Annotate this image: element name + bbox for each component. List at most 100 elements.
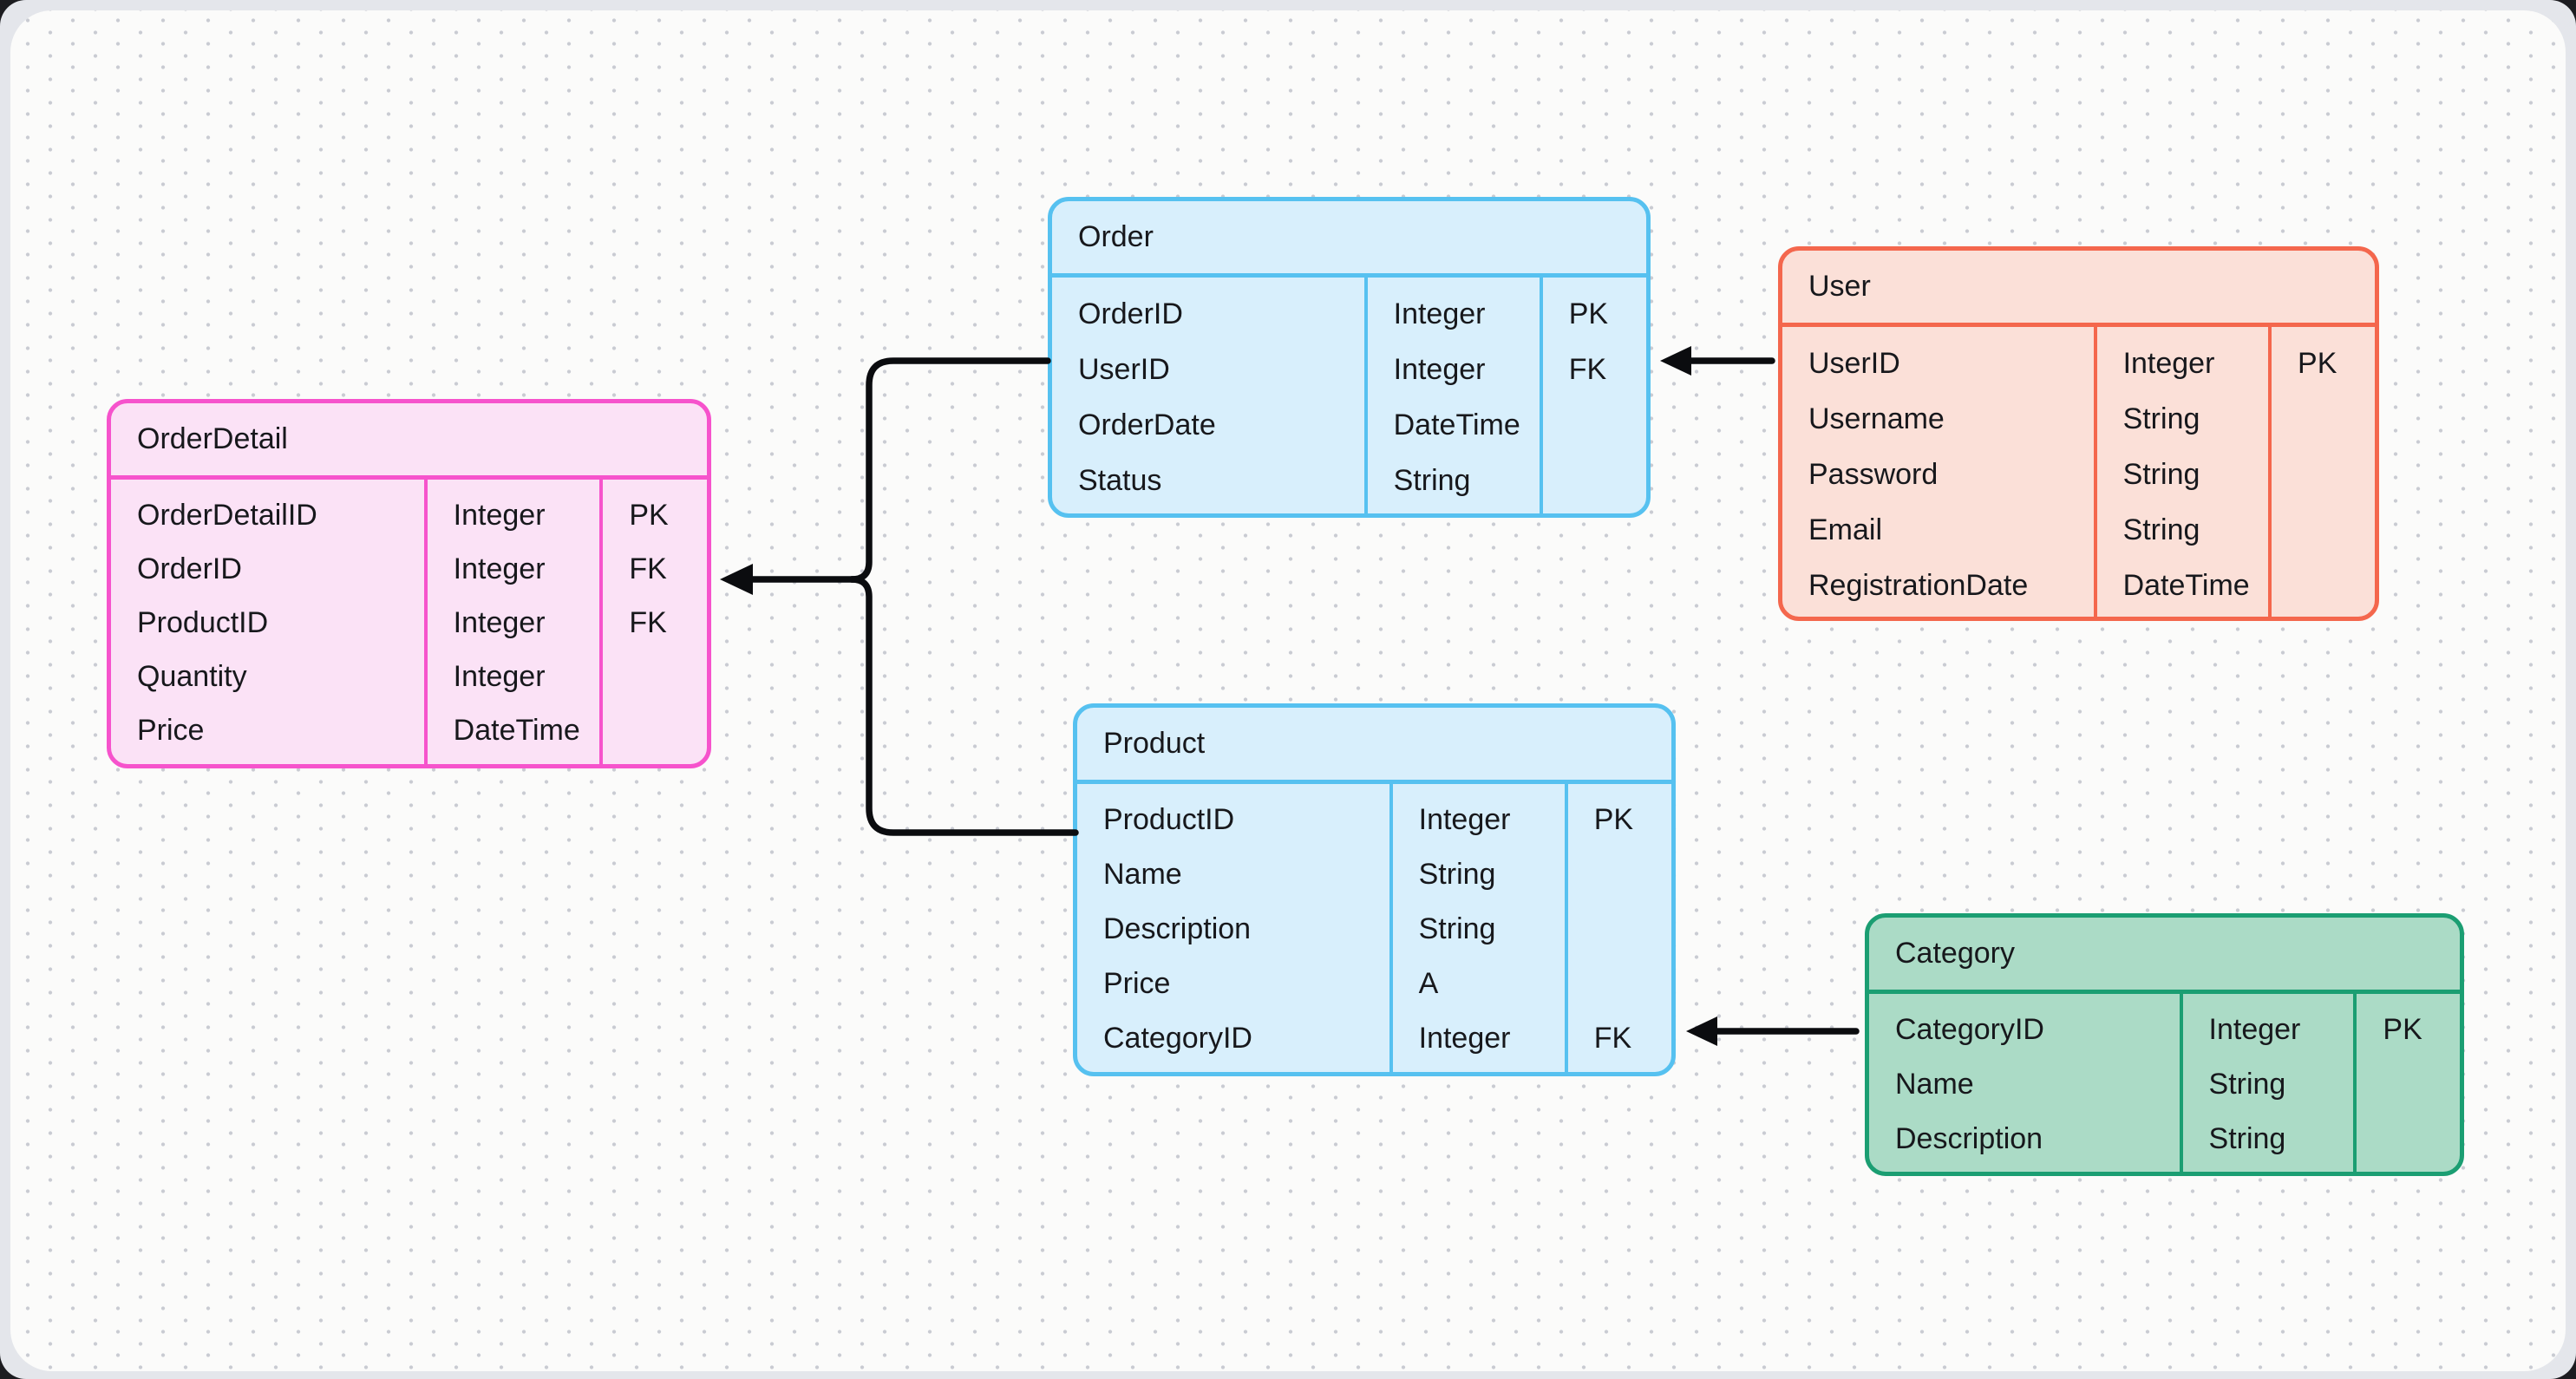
arrowhead-into-orderdetail [720,564,753,595]
field-type: Integer [2208,1013,2301,1046]
field-name: Name [1103,858,1182,891]
field-key [1568,902,1671,957]
table-header[interactable]: OrderDetail [111,403,707,480]
field-name: Description [1103,912,1252,945]
field-name: Description [1895,1122,2043,1155]
table-header[interactable]: Category [1869,918,2460,994]
table-title: Order [1078,220,1154,253]
field-name: Quantity [137,660,247,693]
field-type: String [2208,1068,2286,1101]
field-type: DateTime [453,714,580,747]
table-title: Category [1895,937,2015,970]
field-name: UserID [1808,347,1900,380]
field-name: Price [137,714,205,747]
field-key [1543,453,1646,508]
field-type: Integer [453,552,546,585]
arrowhead-into-order [1660,346,1691,376]
field-type: Integer [1418,1022,1511,1055]
field-key: PK [1593,803,1634,836]
table-title: Product [1103,727,1206,760]
field-key [1568,957,1671,1011]
field-name: Price [1103,967,1171,1000]
field-key [1568,847,1671,902]
field-key: PK [1568,297,1609,330]
field-key: PK [629,499,669,532]
table-title: OrderDetail [137,422,288,455]
field-name: UserID [1078,353,1170,386]
field-type: Integer [1393,353,1486,386]
column-key: PK FK [1564,784,1671,1072]
table-header[interactable]: Product [1077,708,1671,784]
field-type: DateTime [1393,408,1520,441]
field-key [1543,397,1646,453]
table-header[interactable]: User [1782,251,2375,327]
field-key [603,703,707,757]
field-type: Integer [2122,347,2215,380]
field-key [2272,391,2375,447]
field-name: Password [1808,458,1939,491]
field-type: String [2122,458,2200,491]
column-key: PK [2353,994,2460,1172]
field-type: Integer [453,606,546,639]
field-name: Email [1808,513,1883,546]
field-key: FK [1568,353,1607,386]
field-type: String [1418,912,1496,945]
field-key [2272,558,2375,613]
arrowhead-into-product [1686,1016,1717,1046]
field-name: Name [1895,1068,1974,1101]
field-type: A [1418,967,1439,1000]
field-key: PK [2298,347,2337,380]
field-name: OrderDetailID [137,499,317,532]
field-type: Integer [453,499,546,532]
field-key: FK [1593,1022,1632,1055]
field-name: OrderID [137,552,242,585]
column-key: PK [2268,327,2375,617]
table-header[interactable]: Order [1052,201,1646,278]
field-name: CategoryID [1103,1022,1252,1055]
field-name: OrderDate [1078,408,1216,441]
field-name: ProductID [137,606,269,639]
field-type: String [2208,1122,2286,1155]
table-title: User [1808,270,1871,303]
field-type: String [1418,858,1496,891]
connector-order-to-junction[interactable] [848,357,1051,583]
field-type: Integer [1418,803,1511,836]
field-name: CategoryID [1895,1013,2044,1046]
field-name: OrderID [1078,297,1183,330]
field-type: String [2122,513,2200,546]
field-key [2357,1057,2460,1112]
connector-product-to-junction[interactable] [848,576,1079,836]
field-key: PK [2383,1013,2422,1046]
field-key: FK [629,606,667,639]
field-name: RegistrationDate [1808,569,2029,602]
field-key [2357,1112,2460,1167]
field-type: DateTime [2122,569,2250,602]
column-key: PK FK [1539,278,1646,513]
field-name: Status [1078,464,1162,497]
field-type: Integer [453,660,546,693]
field-key [2272,502,2375,558]
field-type: String [1393,464,1471,497]
